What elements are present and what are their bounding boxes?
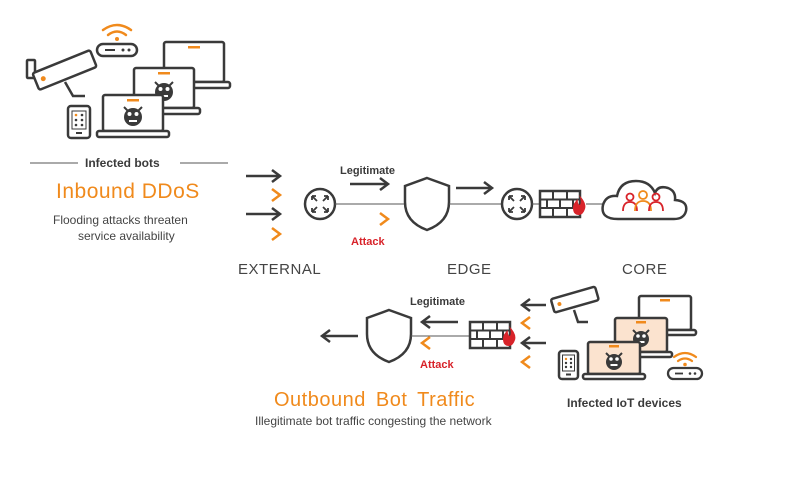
arrow-right-icon: [350, 177, 391, 191]
shield-icon: [365, 308, 413, 364]
flame-icon: [573, 195, 586, 215]
cloud-icon: [601, 179, 688, 221]
arrow-right-icon: [456, 181, 495, 195]
arrow-right-icon: [246, 227, 283, 241]
laptop-icon: [581, 340, 647, 381]
inbound-desc-line1: Flooding attacks threaten: [53, 213, 188, 227]
firewall-icon: [468, 320, 512, 350]
inbound-legitimate-label: Legitimate: [340, 165, 396, 177]
infected-iot-devices-label: Infected IoT devices: [567, 396, 682, 410]
arrow-right-icon: [350, 212, 391, 226]
outbound-bot-traffic-title: Outbound Bot Traffic: [274, 389, 476, 411]
router-icon: [303, 187, 337, 221]
wifi-router-icon: [95, 23, 139, 58]
bot-face-icon: [123, 106, 143, 126]
inbound-desc-line2: service availability: [78, 229, 175, 243]
zone-core-label: CORE: [622, 261, 668, 278]
bot-face-icon: [605, 352, 623, 370]
arrow-right-icon: [246, 188, 283, 202]
arrow-left-icon: [319, 329, 358, 343]
zone-edge-label: EDGE: [447, 261, 492, 278]
wifi-router-icon: [666, 351, 704, 381]
router-icon: [500, 187, 534, 221]
zone-external-label: EXTERNAL: [238, 261, 322, 278]
arrow-left-icon: [519, 336, 546, 350]
security-camera-icon: [549, 285, 600, 324]
arrow-right-icon: [246, 169, 283, 183]
bot-face-icon: [154, 81, 174, 101]
laptop-icon: [95, 93, 171, 139]
outbound-legitimate-label: Legitimate: [410, 296, 466, 308]
users-icon: [622, 190, 664, 212]
firewall-icon: [538, 189, 582, 219]
arrow-left-icon: [519, 316, 546, 330]
arrow-right-icon: [246, 207, 283, 221]
arrow-left-icon: [419, 336, 458, 350]
arrow-left-icon: [519, 298, 546, 312]
inbound-ddos-title: Inbound DDoS: [56, 180, 200, 203]
smartphone-icon: [66, 104, 92, 140]
outbound-attack-label: Attack: [420, 359, 454, 371]
smartphone-icon: [557, 349, 580, 381]
shield-icon: [403, 176, 451, 232]
inbound-attack-label: Attack: [351, 236, 385, 248]
security-camera-icon: [25, 49, 98, 98]
infected-bots-label: Infected bots: [85, 156, 160, 170]
outbound-desc: Illegitimate bot traffic congesting the …: [255, 414, 492, 428]
arrow-left-icon: [419, 315, 458, 329]
arrow-left-icon: [519, 355, 546, 369]
flame-icon: [503, 326, 516, 346]
